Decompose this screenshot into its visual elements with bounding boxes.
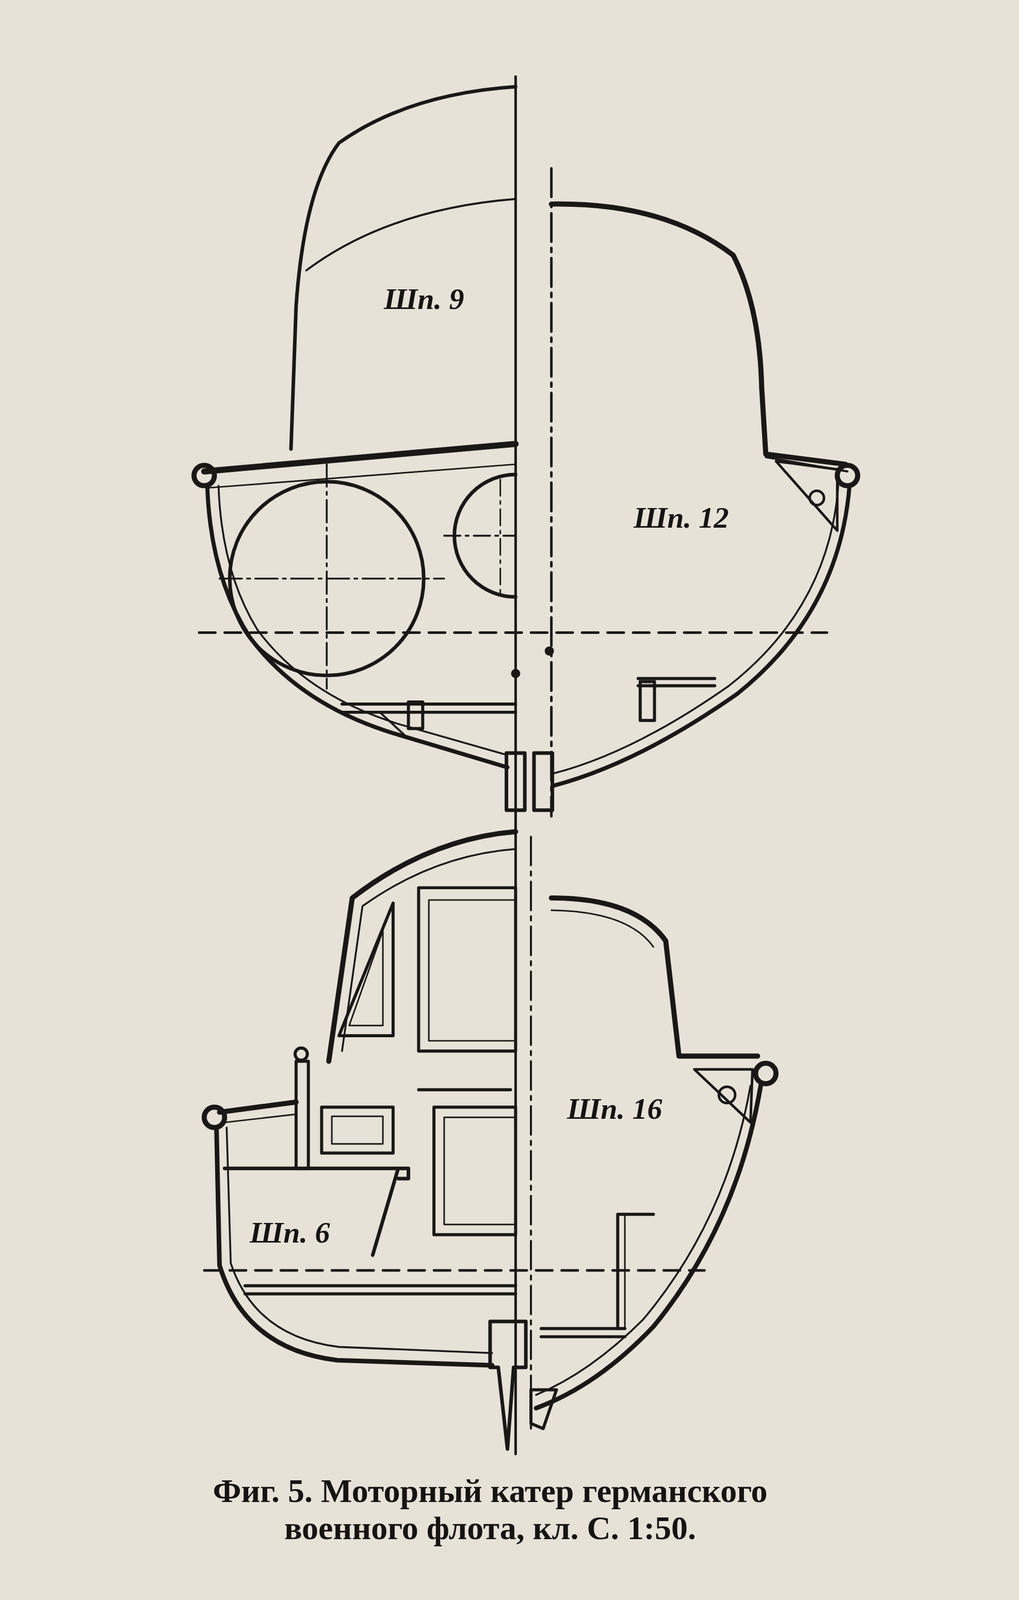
figure-caption: Фиг. 5. Моторный катер германского военн… <box>154 1473 826 1547</box>
upper-section <box>193 76 858 1455</box>
frame-label: Шп. 6 <box>246 1216 334 1250</box>
frame-label: Шп. 9 <box>380 282 468 316</box>
lower-section <box>204 831 776 1450</box>
frame-label: Шп. 16 <box>563 1092 666 1126</box>
frame-label: Шп. 12 <box>630 501 733 535</box>
